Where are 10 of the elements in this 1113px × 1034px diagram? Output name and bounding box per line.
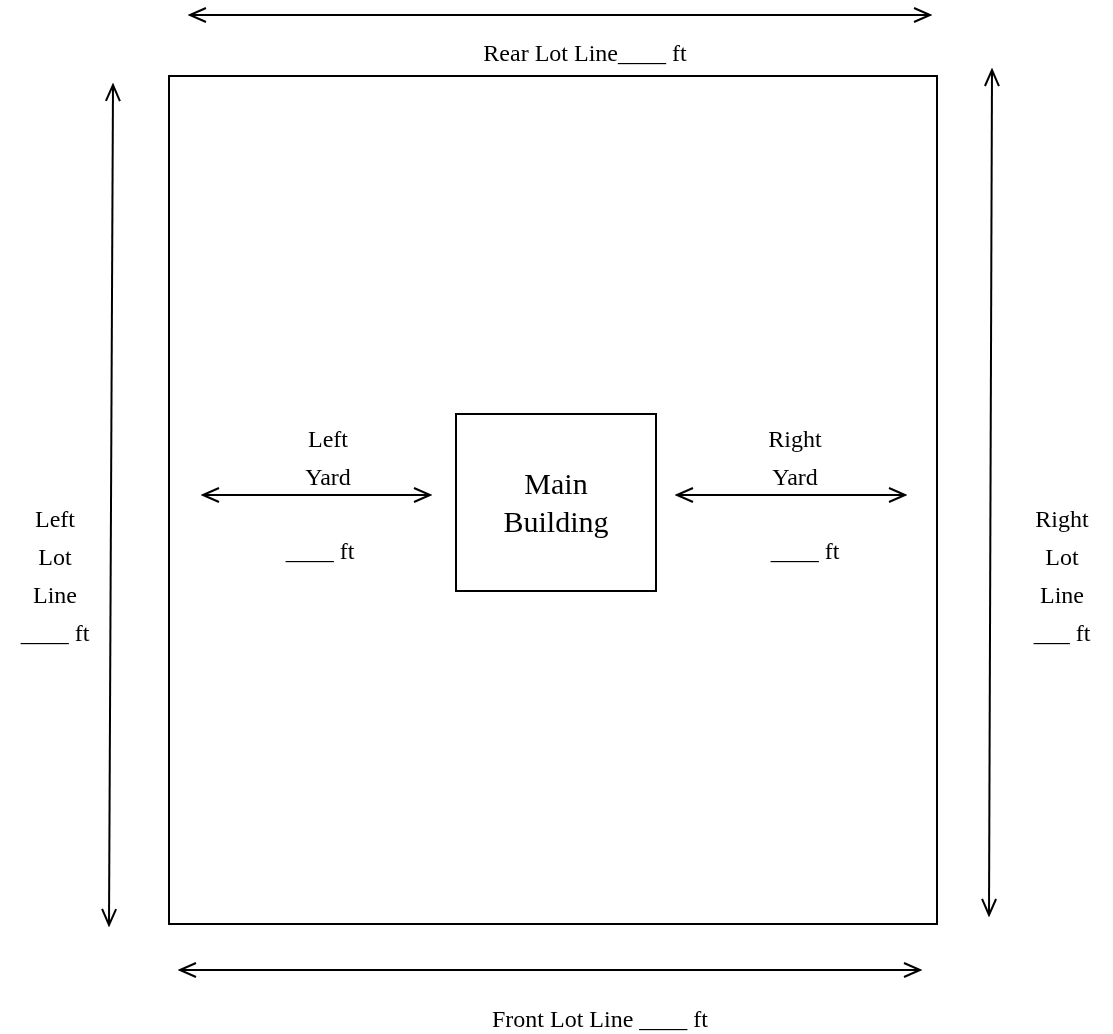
building-box: Main Building (455, 413, 657, 592)
dimension-label: Left Lot Line ____ ft (19, 505, 91, 648)
dimension-label: Rear Lot Line____ ft (482, 39, 688, 68)
dimension-label: ____ ft (284, 537, 356, 566)
dimension-label: Right Lot Line ___ ft (1032, 505, 1092, 648)
dimension-label: Front Lot Line ____ ft (491, 1005, 709, 1034)
dimension-label: Right Yard (767, 425, 823, 492)
lot-outline (168, 75, 938, 925)
dimension-label: ____ ft (769, 537, 841, 566)
dimension-label: Left Yard (304, 425, 352, 492)
